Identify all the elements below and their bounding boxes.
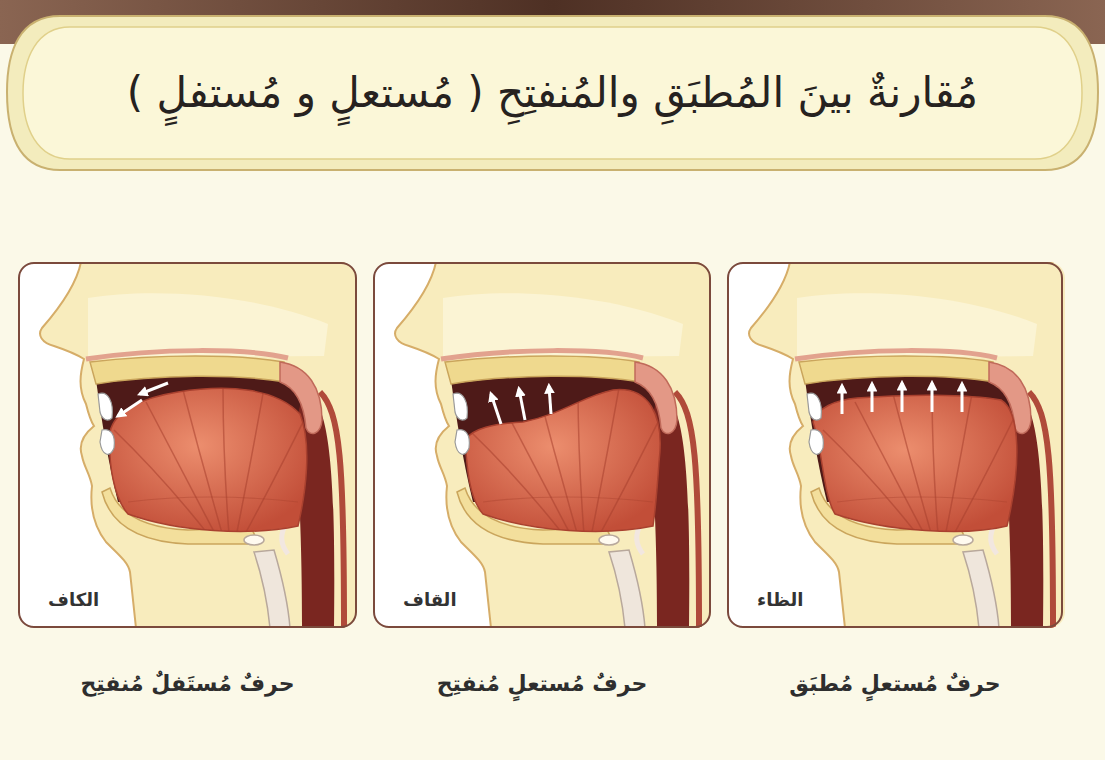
tongue-fibres [469, 386, 663, 547]
arrow [549, 386, 551, 414]
teeth [807, 393, 823, 454]
arrow [491, 394, 501, 424]
tongue [465, 390, 660, 532]
letter-label: الكاف [48, 588, 99, 611]
letter-label: القاف [403, 588, 457, 611]
letter-caption: حرفٌ مُستَفلٌ مُنفتِح [20, 669, 355, 699]
head-base [373, 262, 711, 628]
title-banner: مُقارنةٌ بينَ المُطبَقِ والمُنفتِحِ ( مُ… [70, 34, 1035, 152]
head-base [18, 262, 356, 628]
articulation-panel: الظاءحرفٌ مُستعلٍ مُطبَق [727, 262, 1063, 628]
arrow [871, 384, 874, 412]
letter-label: الظاء [757, 588, 803, 611]
articulation-panel: القافحرفٌ مُستعلٍ مُنفتِح [373, 262, 711, 628]
tongue-fibres [469, 386, 663, 547]
teeth [453, 393, 469, 454]
title-text: مُقارنةٌ بينَ المُطبَقِ والمُنفتِحِ ( مُ… [127, 66, 978, 121]
tongue [110, 388, 307, 531]
tongue [813, 395, 1017, 531]
arrow [961, 384, 964, 412]
arrow [841, 386, 844, 414]
arrow [931, 383, 934, 412]
arrow [519, 389, 525, 420]
head-section [373, 262, 711, 628]
teeth [98, 393, 114, 454]
head-section [18, 262, 356, 628]
tongue-fibres [114, 386, 308, 547]
title-scroll-inner [23, 27, 1082, 159]
raise-arrows [842, 383, 962, 414]
lower-arrows [118, 383, 168, 416]
tongue-fibres [823, 386, 1017, 547]
tongue-fibres [114, 386, 308, 547]
tongue-fibres [823, 386, 1017, 547]
articulation-panel: الكافحرفٌ مُستَفلٌ مُنفتِح [18, 262, 357, 628]
raise-arrows [491, 386, 551, 424]
head-base [727, 262, 1065, 628]
letter-caption: حرفٌ مُستعلٍ مُنفتِح [375, 669, 709, 699]
head-section [727, 262, 1065, 628]
arrow [140, 383, 168, 394]
arrow [118, 400, 142, 416]
letter-caption: حرفٌ مُستعلٍ مُطبَق [729, 669, 1061, 699]
title-scroll [7, 16, 1098, 170]
arrow [901, 383, 904, 412]
